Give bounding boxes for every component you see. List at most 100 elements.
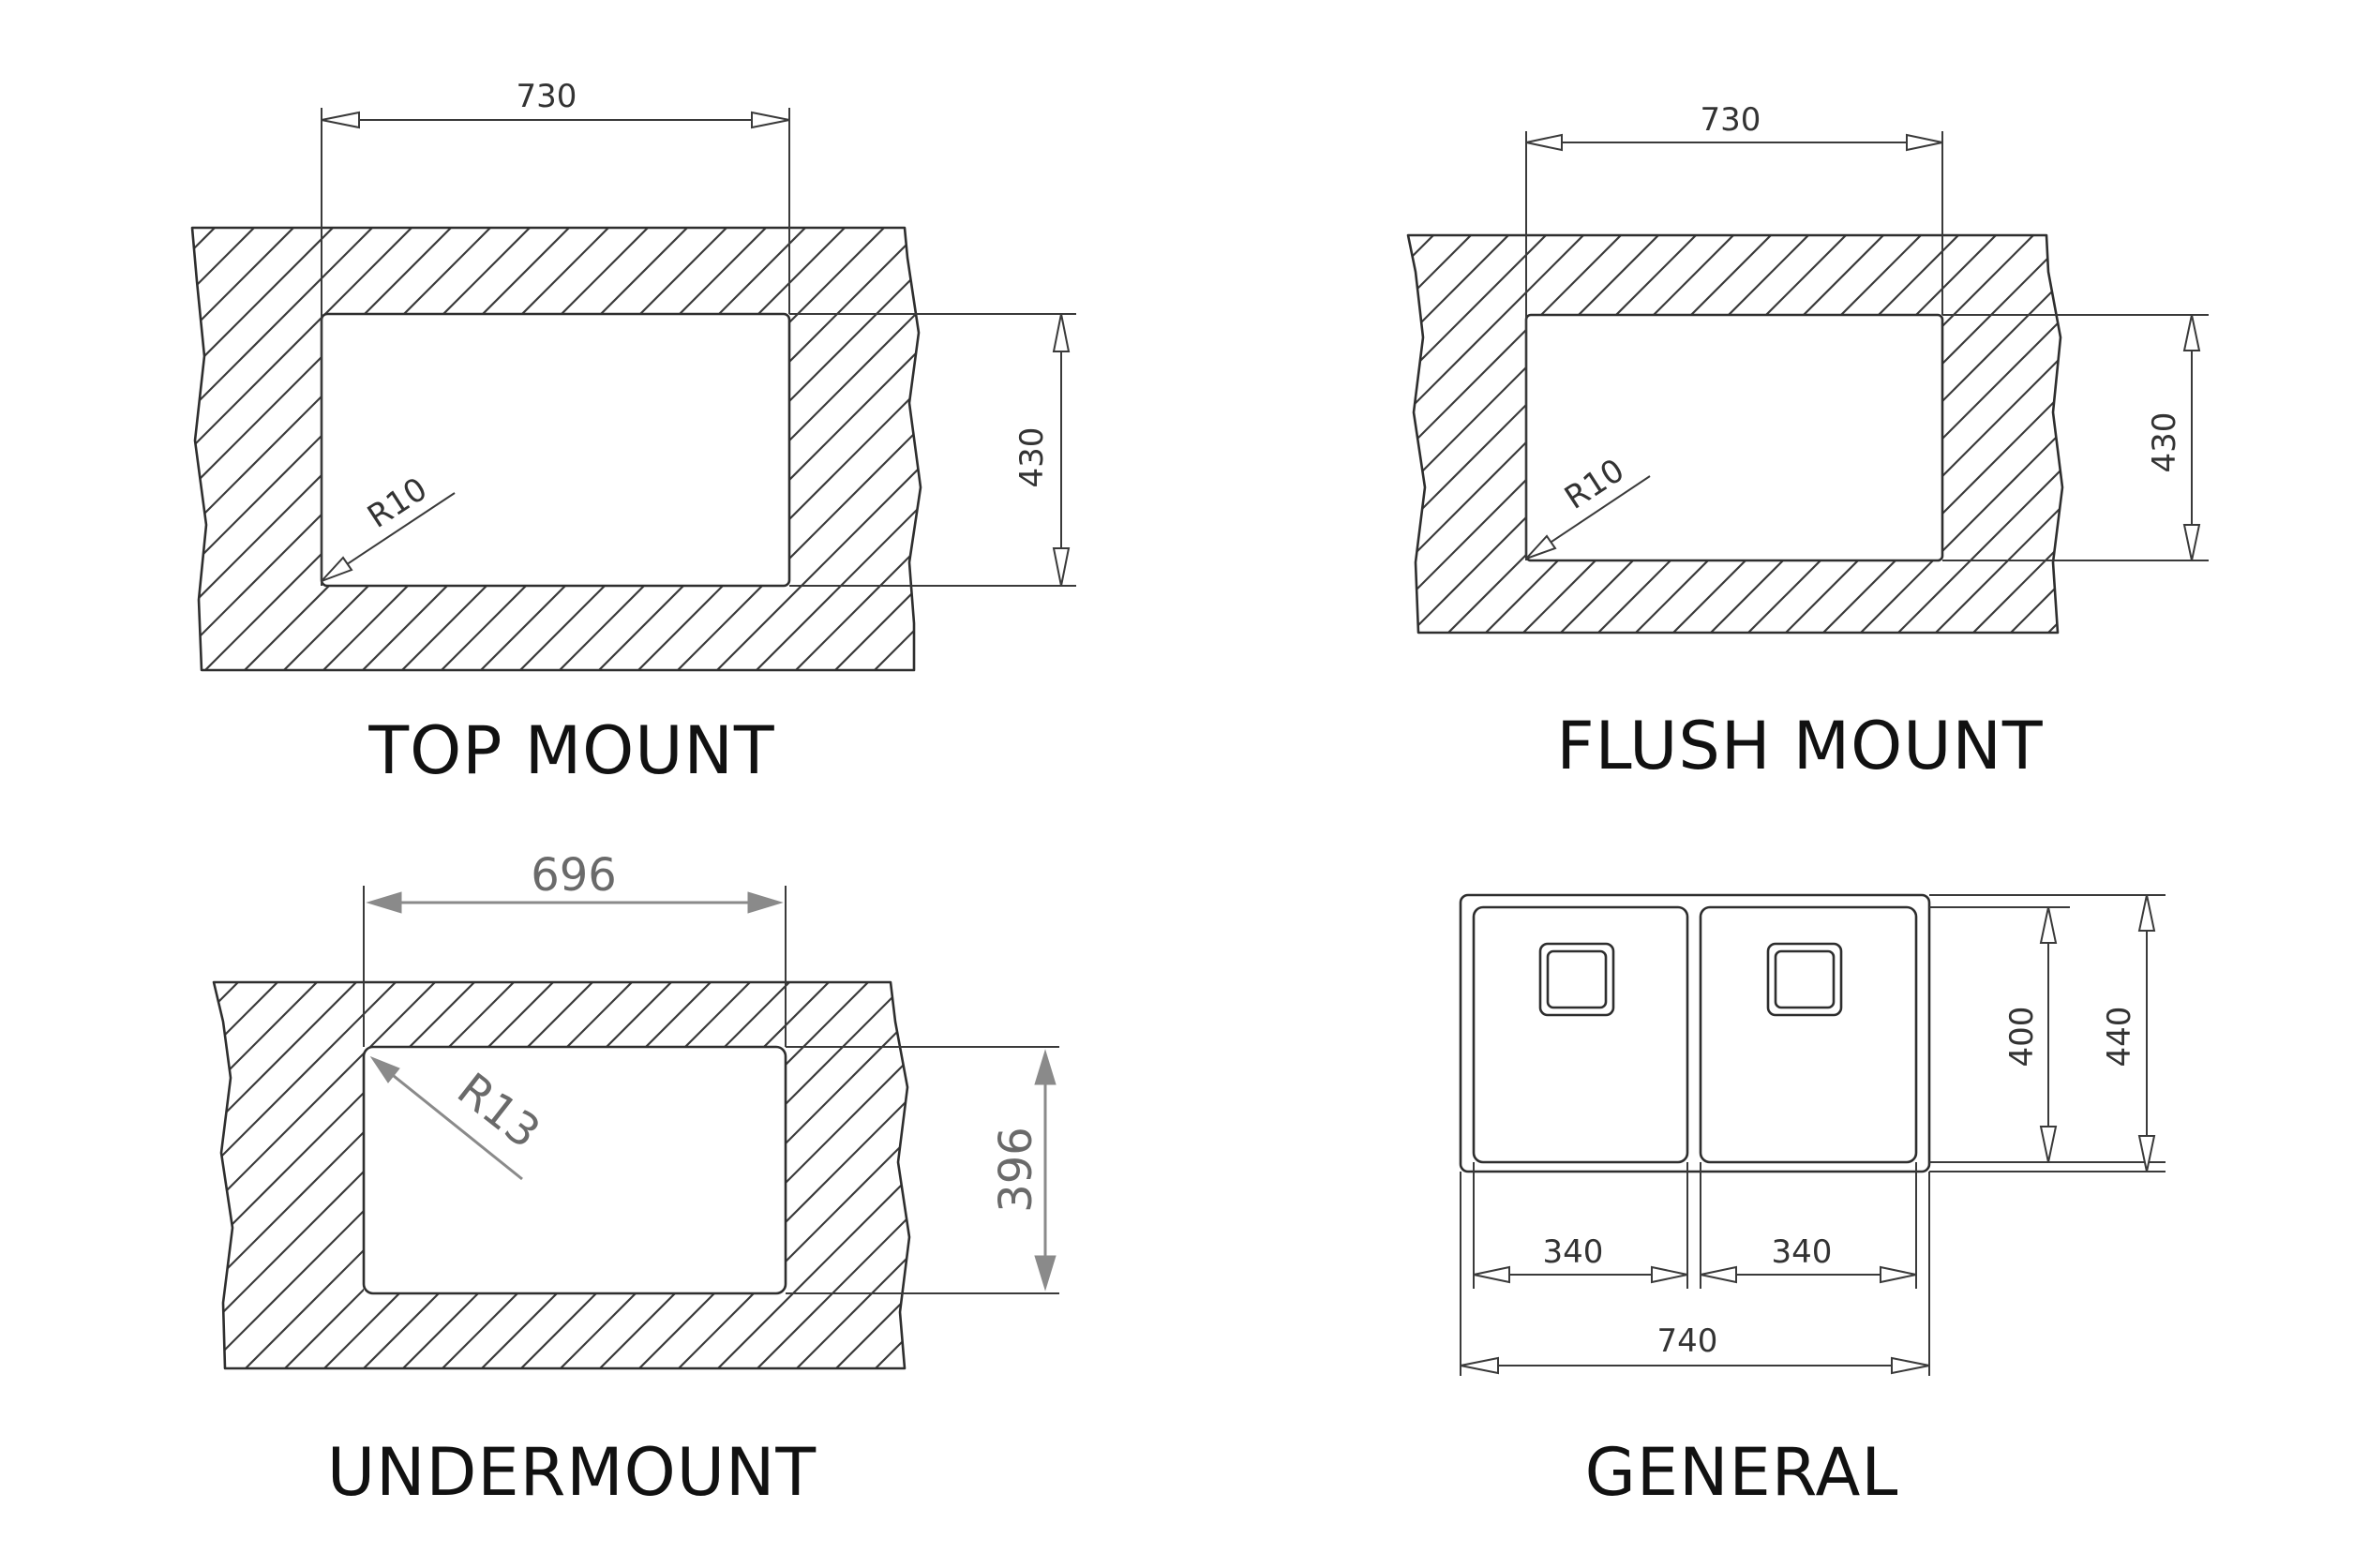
hatch-line <box>352 228 814 670</box>
arrow-right-icon <box>1891 1356 1930 1375</box>
hatch-line <box>214 982 483 1368</box>
hatch-line <box>865 982 909 1368</box>
hatch-line <box>667 228 921 670</box>
left-bowl-width-label: 340 <box>1543 1233 1604 1271</box>
hatch-line <box>2038 235 2062 633</box>
hatch-line <box>747 982 909 1368</box>
radius-arrow-icon <box>1525 534 1557 560</box>
hatch-line <box>235 982 640 1368</box>
arrow-left-icon <box>1460 1356 1499 1375</box>
hatch-line <box>214 982 522 1368</box>
arrow-left-icon <box>1700 1265 1737 1284</box>
hatch-line <box>392 228 853 670</box>
arrow-down-icon <box>2039 1126 2058 1163</box>
hatch-line <box>628 228 921 670</box>
radius-label: R10 <box>361 470 434 536</box>
hatch-line <box>192 228 577 670</box>
countertop-hatching <box>989 230 2353 642</box>
arrow-right-icon <box>747 891 784 914</box>
general-caption: GENERAL <box>1584 1434 1899 1511</box>
arrow-up-icon <box>2039 906 2058 944</box>
hatch-line <box>746 228 921 670</box>
flush-mount-diagram: 730 430 R10 <box>989 101 2353 642</box>
right-bowl <box>1699 905 1918 1164</box>
hatch-line <box>1851 235 2062 633</box>
hatch-line <box>1221 975 1624 1378</box>
hatch-line <box>629 982 909 1368</box>
hatch-line <box>192 228 499 670</box>
countertop-outline <box>190 226 922 672</box>
hatch-line <box>192 228 381 670</box>
hatch-line <box>550 982 909 1368</box>
hatch-line <box>510 228 921 670</box>
right-drain-icon <box>1766 942 1843 1017</box>
hatch-line <box>214 982 562 1368</box>
hatch-line <box>1408 235 1627 633</box>
hatch-line <box>2301 230 2353 642</box>
arrow-right-icon <box>751 111 790 129</box>
hatch-line <box>989 230 1401 642</box>
hatch-line <box>589 228 921 670</box>
arrow-down-icon <box>1052 547 1071 587</box>
hatch-line <box>431 228 892 670</box>
hatch-line <box>432 982 837 1368</box>
arrow-down-icon <box>2182 524 2201 561</box>
hatch-line <box>1408 235 1777 633</box>
hatch-line <box>708 982 909 1368</box>
bowl-height-label: 400 <box>2003 1007 2041 1068</box>
hatch-line <box>1513 235 1927 633</box>
top-mount-caption: TOP MOUNT <box>368 712 775 789</box>
hatch-line <box>1408 235 1477 633</box>
hatch-line <box>590 982 909 1368</box>
hatch-line <box>707 228 921 670</box>
arrow-up-icon <box>2182 314 2201 351</box>
height-label: 430 <box>1013 427 1051 488</box>
hatch-line <box>1588 235 2002 633</box>
hatch-line <box>1438 235 1852 633</box>
right-bowl-width-label: 340 <box>1772 1233 1833 1271</box>
hatch-line <box>549 228 921 670</box>
flush-mount-caption: FLUSH MOUNT <box>1556 708 2044 784</box>
arrow-down-icon <box>1034 1255 1057 1292</box>
hatch-line <box>1142 975 1545 1378</box>
arrow-up-icon <box>1052 313 1071 352</box>
hatch-line <box>1408 235 1552 633</box>
hatch-line <box>2264 230 2353 642</box>
right-drain-inner <box>1774 949 1836 1009</box>
radius-arrow-icon <box>369 1055 400 1083</box>
hatch-line <box>1476 235 1890 633</box>
hatch-line <box>1926 235 2062 633</box>
hatch-line <box>1299 975 1702 1378</box>
hatch-line <box>1102 975 1506 1378</box>
hatch-line <box>2076 230 2353 642</box>
hatch-line <box>864 228 921 670</box>
hatch-line <box>1023 220 1482 679</box>
hatch-line <box>1626 235 2040 633</box>
width-label: 730 <box>1701 101 1761 139</box>
arrow-up-icon <box>1034 1049 1057 1085</box>
hatch-line <box>1663 235 2062 633</box>
hatch-line <box>786 228 921 670</box>
hatch-line <box>1024 975 1427 1378</box>
arrow-down-icon <box>2137 1135 2156 1172</box>
undermount-diagram: 696 396 R13 <box>212 849 1702 1378</box>
hatch-line <box>1141 220 1600 679</box>
radius-arrow-icon <box>321 556 353 582</box>
width-label: 730 <box>517 78 577 115</box>
arrow-left-icon <box>321 111 360 129</box>
hatch-line <box>2226 230 2353 642</box>
countertop-outline <box>1406 233 2064 635</box>
hatch-line <box>1888 235 2062 633</box>
hatch-line <box>983 220 1443 679</box>
arrow-up-icon <box>2137 894 2156 932</box>
hatch-line <box>195 228 656 670</box>
hatch-line <box>313 228 774 670</box>
hatch-line <box>274 228 735 670</box>
hatch-line <box>1180 220 1640 679</box>
hatch-line <box>2339 230 2353 642</box>
countertop-outline <box>212 980 911 1370</box>
left-drain-inner <box>1546 949 1608 1009</box>
arrow-right-icon <box>1906 133 1943 152</box>
hatch-line <box>471 228 921 670</box>
